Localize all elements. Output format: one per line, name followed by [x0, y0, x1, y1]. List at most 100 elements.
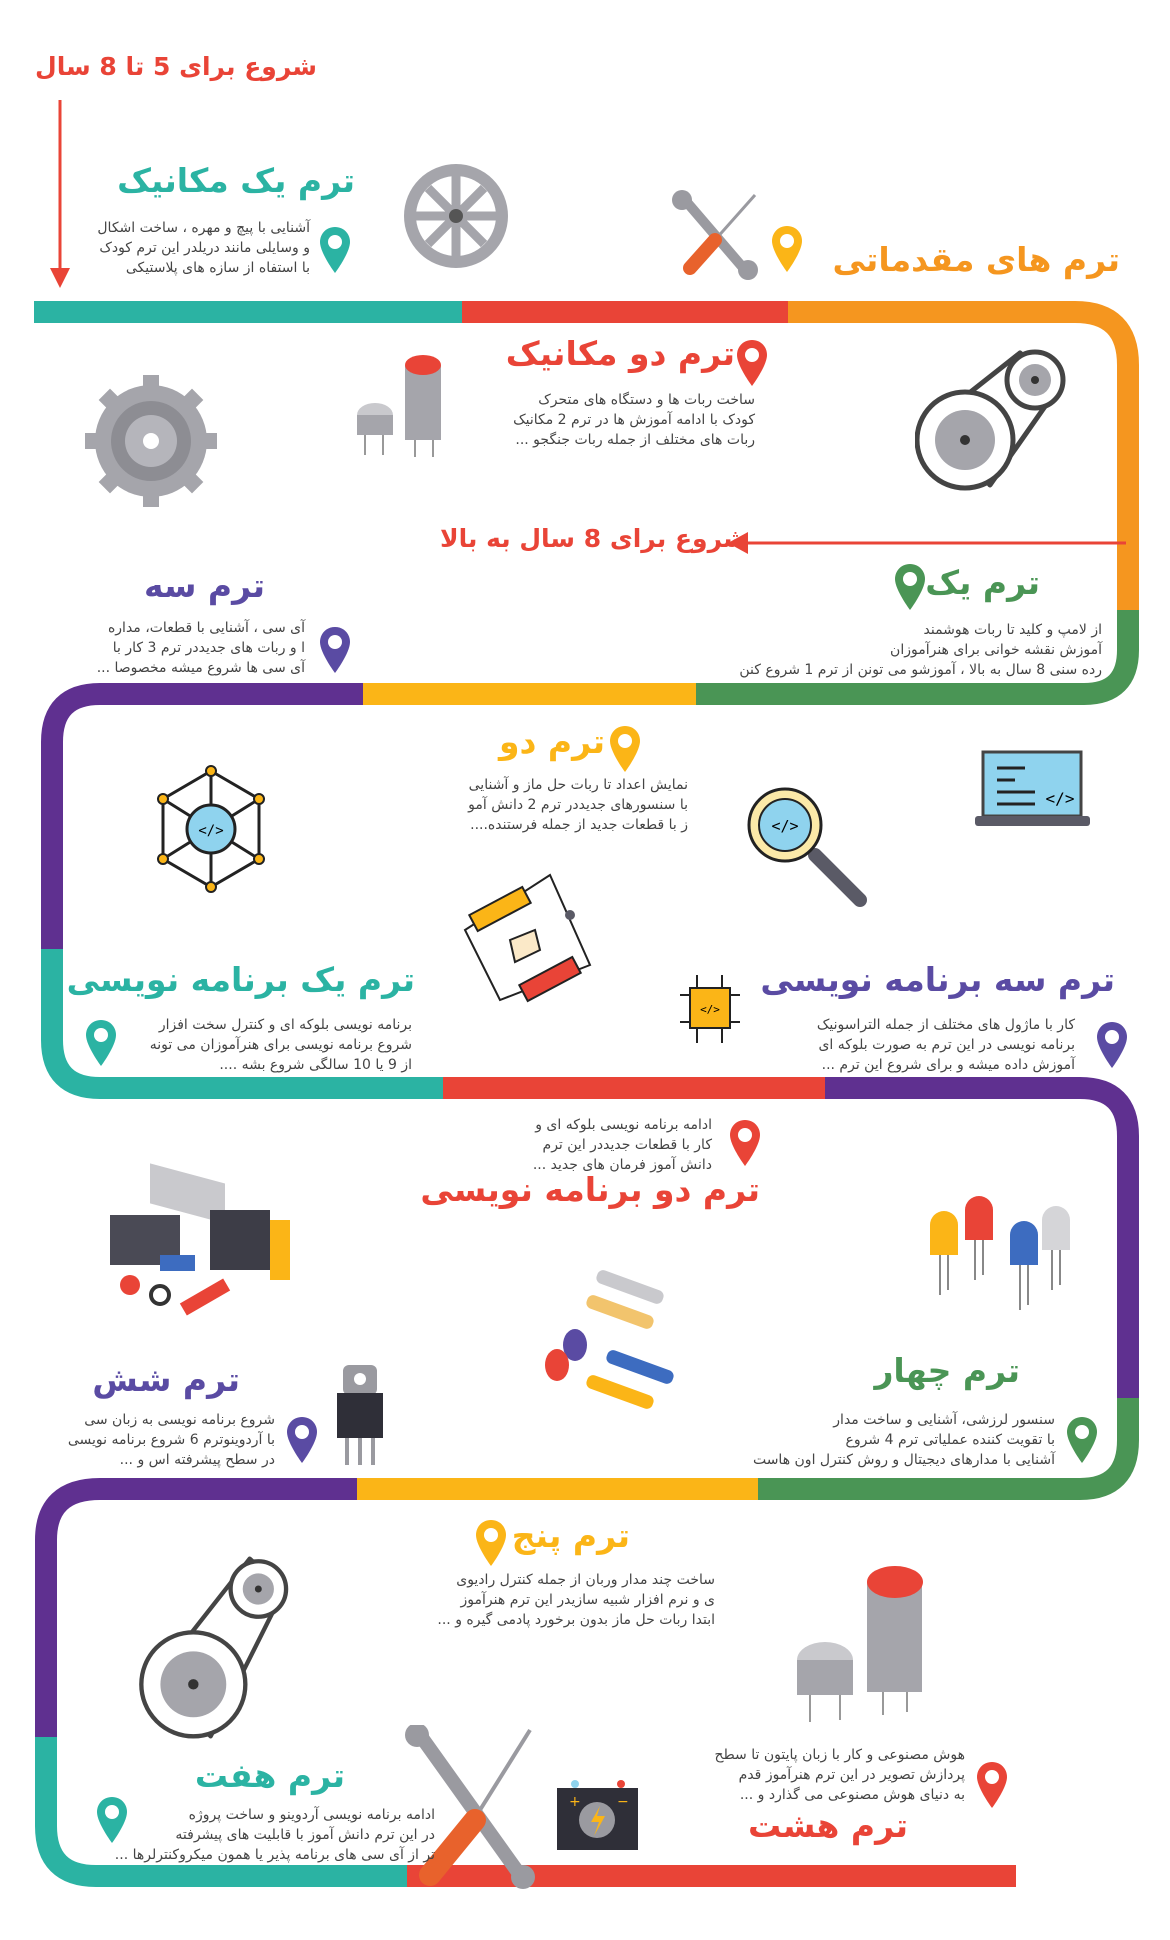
location-pin-icon — [95, 1795, 129, 1845]
programming-term-3-title: ترم سه برنامه نویسی — [760, 960, 1115, 999]
desc-line: کودک با ادامه آموزش ها در ترم 2 مکانیک — [513, 412, 755, 428]
desc-line: شروع برنامه نویسی برای هنرآموزان می تونه — [149, 1037, 412, 1053]
desc-line: ابتدا ربات حل ماز بدون برخورد پادمی گیره… — [437, 1612, 715, 1628]
svg-text:</>: </> — [771, 817, 798, 835]
term-6-description: شروع برنامه نویسی به زبان سی با آردوینوت… — [68, 1410, 275, 1470]
magnifier-code-icon: </> — [747, 787, 867, 907]
term-3-title: ترم سه — [143, 566, 265, 605]
desc-line: تر از آی سی های برنامه پذیر یا همون میکر… — [114, 1847, 435, 1863]
microchip-icon: </> — [680, 975, 740, 1043]
location-pin-icon — [1095, 1020, 1129, 1070]
desc-line: کار با قطعات جدیددر این ترم — [542, 1137, 712, 1153]
programming-term-2-description: ادامه برنامه نویسی بلوکه ای و کار با قطع… — [533, 1115, 712, 1175]
desc-line: آموزش داده میشه و برای شروع این ترم ... — [821, 1057, 1075, 1073]
location-pin-icon — [893, 562, 927, 612]
desc-line: ا و ربات های جدیددر ترم 3 کار با — [112, 640, 305, 656]
desc-line: در سطح پیشرفته اس و ... — [119, 1452, 275, 1468]
capacitor-icon — [357, 355, 441, 457]
desc-line: ساخت چند مدار وربان از جمله کنترل رادیوی — [456, 1572, 715, 1588]
programming-term-1-description: برنامه نویسی بلوکه ای و کنترل سخت افزار … — [150, 1015, 412, 1075]
svg-text:+: + — [569, 1794, 581, 1810]
svg-text:</>: </> — [1046, 789, 1075, 808]
desc-line: با تقویت کننده عملیاتی ترم 4 شروع — [845, 1432, 1055, 1448]
location-pin-icon — [318, 225, 352, 275]
laptop-code-icon: </> — [975, 750, 1090, 826]
location-pin-icon — [735, 338, 769, 388]
circuit-diagram-icon — [463, 873, 592, 1003]
programming-term-3-description: کار با ماژول های مختلف از جمله التراسونی… — [817, 1015, 1075, 1075]
start-age-5-8-label: شروع برای 5 تا 8 سال — [35, 52, 317, 81]
desc-line: آموزش نقشه خوانی برای هنرآموزان — [890, 642, 1102, 658]
term-mechanic-1-title: ترم یک مکانیک — [117, 161, 355, 200]
term-2-description: نمایش اعداد تا ربات حل ماز و آشنایی با س… — [468, 775, 688, 835]
location-pin-icon — [318, 625, 352, 675]
belt-pulley-icon — [915, 349, 1066, 491]
term-5-description: ساخت چند مدار وربان از جمله کنترل رادیوی… — [437, 1570, 715, 1630]
desc-line: هوش مصنوعی و کار با زبان پایتون تا سطح — [714, 1747, 965, 1763]
term-6-title: ترم شش — [92, 1360, 240, 1399]
desc-line: نمایش اعداد تا ربات حل ماز و آشنایی — [468, 777, 688, 793]
location-pin-icon — [84, 1018, 118, 1068]
term-mechanic-2-description: ساخت ربات ها و دستگاه های متحرک کودک با … — [513, 390, 755, 450]
term-5-title: ترم پنج — [511, 1516, 630, 1555]
desc-line: با استفاه از سازه های پلاستیکی — [125, 260, 310, 276]
desc-line: ز با قطعات جدید از جمله فرستنده.... — [470, 817, 688, 833]
location-pin-icon — [770, 224, 804, 274]
svg-text:</>: </> — [198, 823, 223, 839]
location-pin-icon — [285, 1415, 319, 1465]
desc-line: ربات های مختلف از جمله ربات جنگجو ... — [515, 432, 755, 448]
desc-line: ادامه برنامه نویسی بلوکه ای و — [535, 1117, 712, 1133]
start-age-8-up-label: شروع برای 8 سال به بالا — [440, 524, 748, 553]
desc-line: برنامه نویسی بلوکه ای و کنترل سخت افزار — [158, 1017, 412, 1033]
term-3-description: آی سی ، آشنایی با قطعات، مداره ا و ربات … — [97, 618, 305, 678]
desc-line: آشنایی با پیچ و مهره ، ساخت اشکال — [97, 220, 310, 236]
leds-icon — [930, 1196, 1070, 1310]
desc-line: از لامپ و کلید تا ربات هوشمند — [923, 622, 1103, 638]
electronic-components-icon — [110, 1163, 290, 1316]
desc-line: در این ترم دانش آموز با قابلیت های پیشرف… — [175, 1827, 435, 1843]
location-pin-icon — [975, 1760, 1009, 1810]
term-2-title: ترم دو — [498, 722, 605, 761]
location-pin-icon — [1065, 1415, 1099, 1465]
term-intro-title: ترم های مقدماتی — [832, 240, 1120, 279]
location-pin-icon — [728, 1118, 762, 1168]
term-7-description: ادامه برنامه نویسی آردوینو و ساخت پروژه … — [115, 1805, 435, 1865]
term-mechanic-2-title: ترم دو مکانیک — [505, 334, 735, 373]
desc-line: از 9 یا 10 سالگی شروع بشه .... — [219, 1057, 412, 1073]
desc-line: پردازش تصویر در این ترم هنرآموز قدم — [738, 1767, 965, 1783]
desc-line: به دنیای هوش مصنوعی می گذارد و ... — [739, 1787, 965, 1803]
wheel-icon — [404, 164, 508, 268]
desc-line: کار با ماژول های مختلف از جمله التراسونی… — [816, 1017, 1075, 1033]
resistors-icon — [545, 1270, 674, 1409]
desc-line: آی سی ها شروع میشه مخصوصا ... — [96, 660, 305, 676]
svg-text:</>: </> — [700, 1003, 720, 1016]
desc-line: با آردوینوترم 6 شروع برنامه نویسی — [67, 1432, 275, 1448]
desc-line: ساخت ربات ها و دستگاه های متحرک — [538, 392, 755, 408]
term-4-title: ترم چهار — [874, 1351, 1020, 1390]
desc-line: سنسور لرزشی، آشنایی و ساخت مدار — [833, 1412, 1055, 1428]
programming-term-2-title: ترم دو برنامه نویسی — [420, 1170, 760, 1209]
desc-line: و وسایلی مانند دریلدر این ترم کودک — [99, 240, 310, 256]
desc-line: با سنسورهای جدیددر ترم 2 دانش آمو — [468, 797, 688, 813]
tools-icon — [405, 1725, 535, 1889]
battery-icon: +− — [557, 1780, 638, 1850]
transistor-icon — [337, 1365, 383, 1465]
svg-text:−: − — [617, 1794, 629, 1810]
term-mechanic-1-description: آشنایی با پیچ و مهره ، ساخت اشکال و وسای… — [97, 218, 310, 278]
programming-term-1-title: ترم یک برنامه نویسی — [66, 960, 415, 999]
desc-line: برنامه نویسی در این ترم به صورت بلوکه ای — [818, 1037, 1075, 1053]
gear-icon — [85, 375, 217, 507]
term-7-title: ترم هفت — [194, 1756, 345, 1795]
term-1-description: از لامپ و کلید تا ربات هوشمند آموزش نقشه… — [739, 620, 1102, 680]
desc-line: رده سنی 8 سال به بالا ، آموزشو می تونن ا… — [739, 662, 1102, 678]
location-pin-icon — [474, 1518, 508, 1568]
term-4-description: سنسور لرزشی، آشنایی و ساخت مدار با تقویت… — [753, 1410, 1055, 1470]
belt-pulley-icon — [139, 1556, 289, 1739]
desc-line: ادامه برنامه نویسی آردوینو و ساخت پروژه — [188, 1807, 435, 1823]
term-8-description: هوش مصنوعی و کار با زبان پایتون تا سطح پ… — [715, 1745, 965, 1805]
capacitor-icon — [797, 1566, 923, 1722]
term-8-title: ترم هشت — [748, 1806, 908, 1845]
desc-line: آی سی ، آشنایی با قطعات، مداره — [107, 620, 305, 636]
tools-icon — [672, 190, 758, 280]
